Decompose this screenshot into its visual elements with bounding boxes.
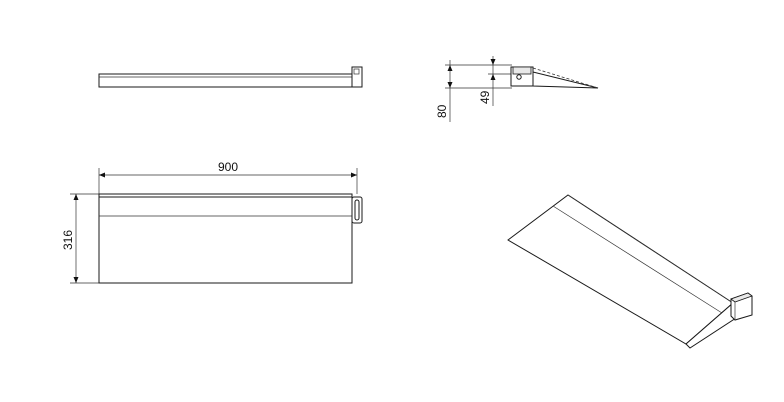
dim-depth-label: 316 (61, 230, 75, 250)
top-view-bracket (351, 66, 363, 88)
top-view (98, 66, 363, 88)
iso-shelf-surface (507, 194, 734, 345)
top-view-shelf (98, 73, 358, 88)
side-view-hidden-line (532, 67, 599, 89)
dim-arrow-depth-bottom (73, 277, 79, 283)
side-view-wedge (532, 71, 599, 89)
dim-rail-label: 49 (478, 90, 492, 104)
side-view-bracket-screw (516, 74, 522, 80)
dim-arrow-rail-top (490, 59, 496, 65)
front-view: 900 316 (61, 160, 363, 284)
isometric-view (507, 194, 753, 349)
dim-arrow-rail-bottom (490, 74, 496, 80)
front-view-shelf (98, 193, 353, 284)
dim-arrow-width-right (351, 172, 357, 178)
dim-arrow-height-bottom (447, 82, 453, 88)
iso-back-edge (567, 194, 734, 304)
top-view-bracket-slot (353, 68, 360, 75)
dim-arrow-depth-top (73, 194, 79, 200)
dim-height-label: 80 (435, 104, 449, 118)
iso-fold-line (552, 205, 723, 314)
front-view-bracket-slot (354, 199, 360, 221)
side-view-bracket-cap (512, 66, 532, 75)
iso-bracket-top (730, 292, 753, 303)
dim-arrow-width-left (99, 172, 105, 178)
dim-arrow-height-top (447, 65, 453, 71)
dim-width-label: 900 (218, 160, 238, 174)
side-view: 80 49 (435, 56, 599, 122)
